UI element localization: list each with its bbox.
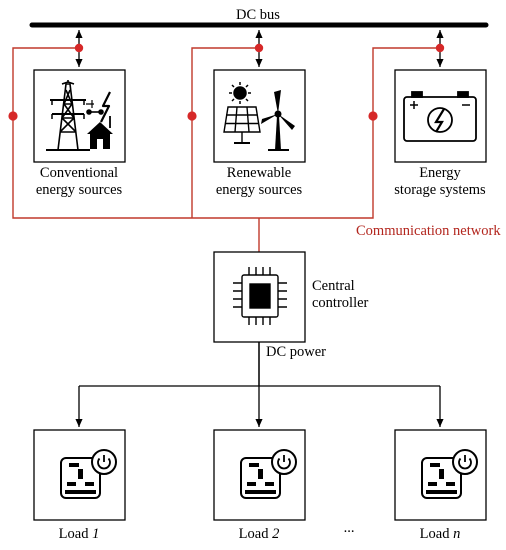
sun-icon [229, 82, 251, 104]
renewable-label-line2: energy sources [216, 182, 303, 198]
solar-panel-icon [223, 106, 261, 144]
storage-label-line2: storage systems [394, 182, 486, 198]
communication-nodes [8, 43, 445, 121]
storage-label-line1: Energy [419, 165, 461, 181]
load-1-box [33, 429, 126, 521]
loads-ellipsis: ... [344, 520, 355, 536]
cpu-chip-icon [233, 267, 287, 325]
power-socket-icon [240, 449, 297, 499]
renewable-label-line1: Renewable [227, 165, 291, 181]
load-2-box [213, 429, 306, 521]
communication-network-label: Communication network [356, 223, 501, 239]
controller-label-line1: Central [312, 278, 355, 294]
power-socket-icon [421, 449, 478, 499]
load-1-label: Load 1 [59, 526, 100, 542]
wind-turbine-icon [261, 90, 295, 151]
house-icon [87, 122, 113, 149]
conventional-sources-box [33, 69, 126, 163]
conventional-label-line1: Conventional [40, 165, 118, 181]
communication-network-lines [12, 47, 440, 252]
dc-power-label: DC power [266, 344, 326, 360]
load-n-box [394, 429, 487, 521]
load-n-label: Load n [420, 526, 461, 542]
power-socket-icon [60, 449, 117, 499]
battery-bolt-icon [403, 91, 477, 142]
power-tower-house-icon [46, 80, 111, 151]
conventional-label-line2: energy sources [36, 182, 123, 198]
dc-bus-label: DC bus [236, 7, 280, 23]
load-2-label: Load 2 [239, 526, 280, 542]
controller-label-line2: controller [312, 295, 369, 311]
